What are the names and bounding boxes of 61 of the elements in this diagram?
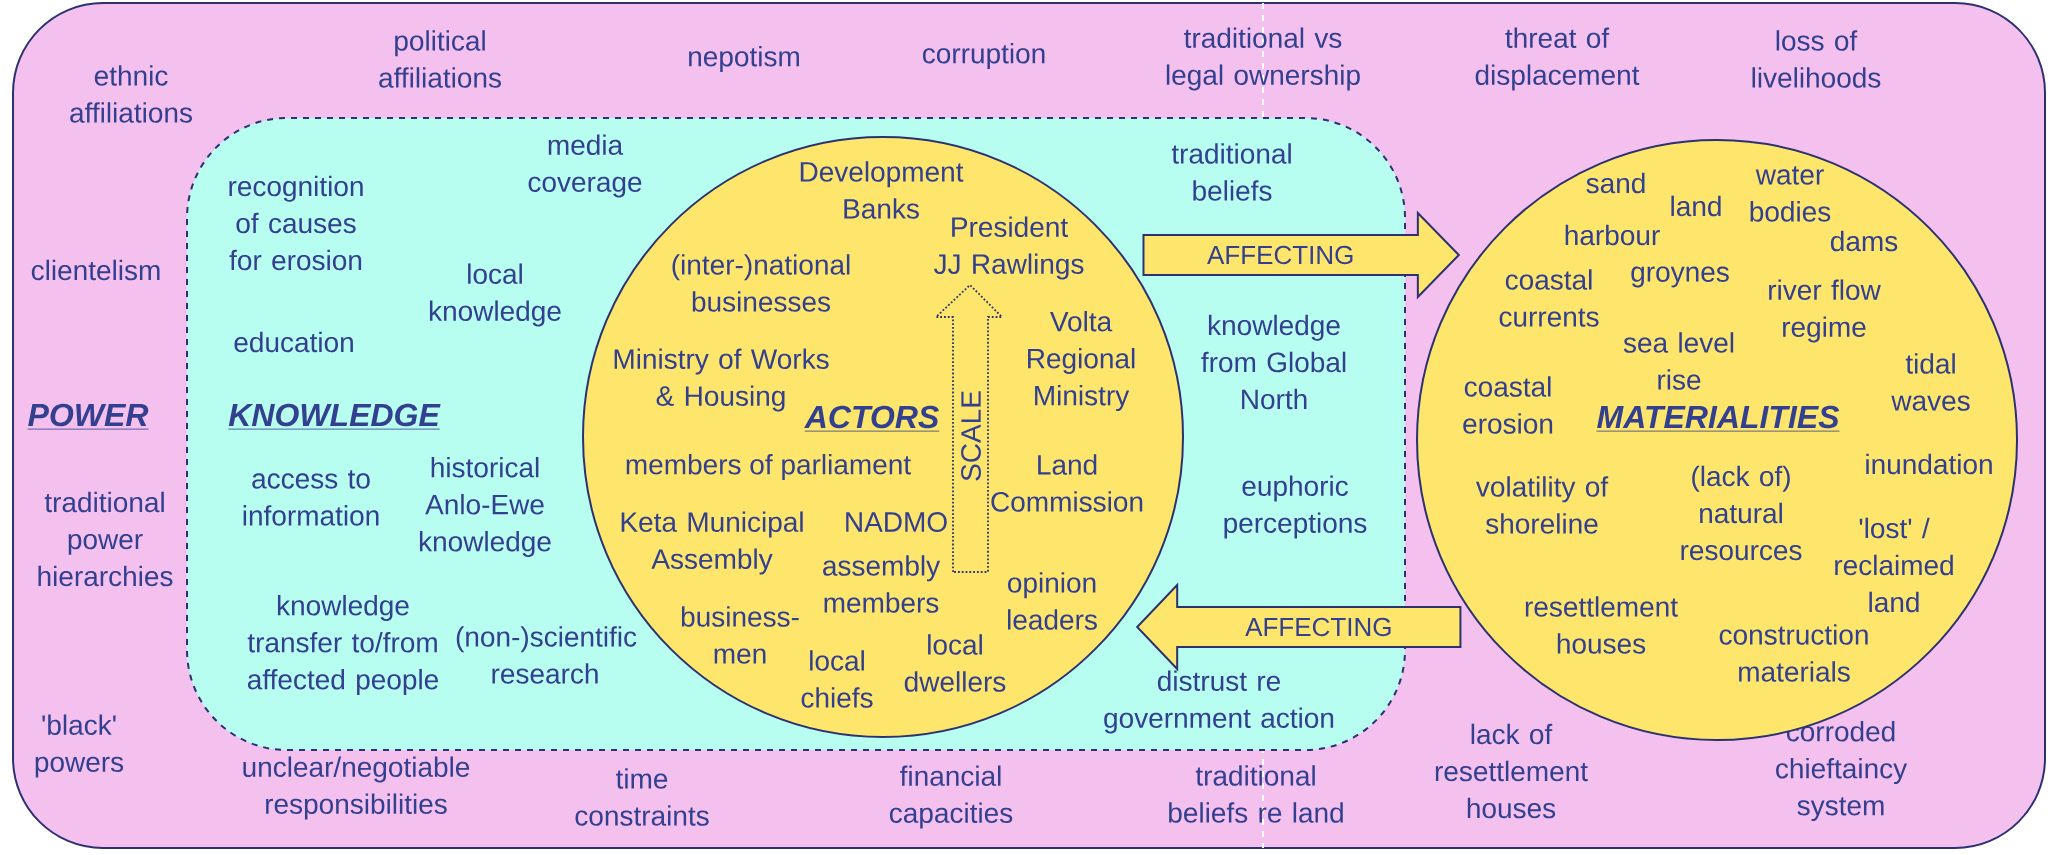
term-label: corroded chieftaincy system bbox=[1776, 720, 1908, 822]
term-label: clientelism bbox=[31, 259, 160, 281]
term-label: coastal erosion bbox=[1463, 376, 1553, 434]
term-label: corruption bbox=[922, 42, 1045, 70]
term-label: recognition of causes for erosion bbox=[229, 175, 363, 271]
term-label: tidal waves bbox=[1891, 353, 1970, 411]
term-label: traditional beliefs re land bbox=[1169, 765, 1343, 823]
term-label: traditional beliefs bbox=[1171, 143, 1291, 201]
term-label: loss of livelihoods bbox=[1752, 30, 1881, 88]
term-label: sand bbox=[1586, 172, 1645, 194]
term-label: media coverage bbox=[528, 134, 642, 198]
term-label: local knowledge bbox=[429, 263, 561, 327]
term-label: education bbox=[234, 331, 353, 353]
term-label: lack of resettlement houses bbox=[1435, 723, 1588, 819]
term-label: land bbox=[1671, 195, 1721, 217]
term-label: knowledge from Global North bbox=[1201, 314, 1346, 410]
term-label: historical Anlo-Ewe knowledge bbox=[419, 456, 551, 558]
term-label: sea level rise bbox=[1623, 332, 1734, 390]
term-label: volatility of shoreline bbox=[1475, 476, 1609, 534]
term-label: 'black' powers bbox=[35, 714, 124, 778]
term-label: inundation bbox=[1866, 453, 1992, 475]
term-label: opinion leaders bbox=[1008, 572, 1097, 630]
category-heading: MATERIALITIES bbox=[1596, 405, 1840, 432]
term-label: (lack of) natural resources bbox=[1681, 465, 1802, 561]
term-label: resettlement houses bbox=[1525, 596, 1678, 654]
edge-label: AFFECTING bbox=[1243, 615, 1395, 639]
term-label: political affiliations bbox=[379, 30, 501, 88]
term-label: euphoric perceptions bbox=[1224, 475, 1367, 539]
term-label: distrust re government action bbox=[1104, 670, 1334, 734]
term-label: unclear/negotiable responsibilities bbox=[243, 756, 470, 820]
category-heading: POWER bbox=[27, 403, 149, 430]
term-label: Volta Regional Ministry bbox=[1028, 310, 1135, 412]
term-label: members of parliament bbox=[626, 453, 911, 481]
term-label: time constraints bbox=[575, 768, 709, 826]
term-label: construction materials bbox=[1719, 624, 1868, 682]
scale-label: SCALE bbox=[961, 391, 981, 481]
term-label: Land Commission bbox=[991, 454, 1143, 512]
term-label: (inter-)national businesses bbox=[672, 254, 850, 312]
term-label: 'lost' / reclaimed land bbox=[1835, 517, 1953, 613]
term-label: financial capacities bbox=[889, 765, 1013, 829]
edge-label: AFFECTING bbox=[1205, 243, 1357, 267]
term-label: traditional vs legal ownership bbox=[1166, 27, 1360, 91]
term-label: NADMO bbox=[846, 512, 947, 532]
term-label: traditional power hierarchies bbox=[38, 491, 173, 587]
term-label: nepotism bbox=[689, 45, 799, 73]
category-heading: KNOWLEDGE bbox=[227, 403, 441, 430]
term-label: access to information bbox=[243, 470, 379, 526]
term-label: (non-)scientific research bbox=[456, 626, 637, 684]
term-label: business- men bbox=[681, 606, 799, 664]
term-label: knowledge transfer to/from affected people bbox=[247, 594, 438, 696]
term-label: groynes bbox=[1631, 266, 1729, 288]
term-label: local dwellers bbox=[904, 634, 1006, 692]
term-label: coastal currents bbox=[1499, 269, 1599, 327]
term-label: threat of displacement bbox=[1475, 27, 1640, 91]
term-label: local chiefs bbox=[801, 650, 873, 708]
term-label: President JJ Rawlings bbox=[934, 216, 1084, 280]
term-label: ethnic affiliations bbox=[70, 65, 192, 123]
term-label: dams bbox=[1830, 230, 1898, 252]
term-label: harbour bbox=[1565, 224, 1660, 246]
term-label: Keta Municipal Assembly bbox=[621, 511, 803, 575]
term-label: river flow regime bbox=[1769, 279, 1881, 343]
